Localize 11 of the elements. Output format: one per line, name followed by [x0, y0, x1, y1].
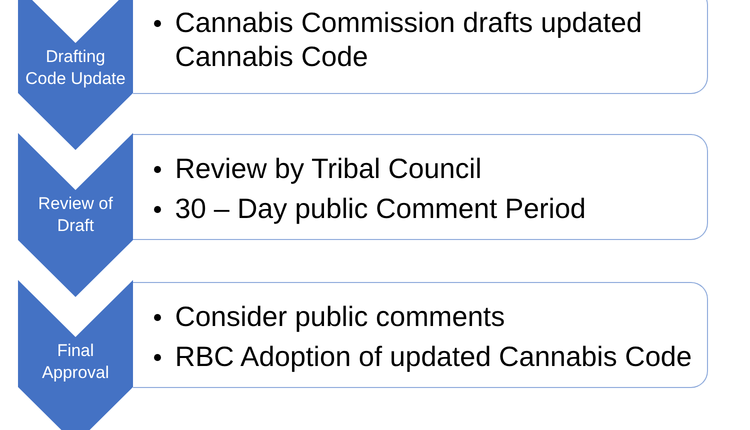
- text-panel: [133, 0, 708, 94]
- bullet-text: RBC Adoption of updated Cannabis Code: [175, 340, 693, 374]
- step-label: Final Approval: [40, 340, 110, 384]
- text-panel: [133, 134, 708, 240]
- bullet-text: Review by Tribal Council: [175, 152, 483, 186]
- step-label: Drafting Code Update: [24, 46, 127, 90]
- bullet-text: 30 – Day public Comment Period: [175, 192, 587, 226]
- text-panel: [133, 282, 708, 388]
- bullet-text: Cannabis Commission drafts updated Cannabis Code: [175, 6, 643, 74]
- bullet-text: Consider public comments: [175, 300, 506, 334]
- step-label: Review of Draft: [37, 193, 114, 237]
